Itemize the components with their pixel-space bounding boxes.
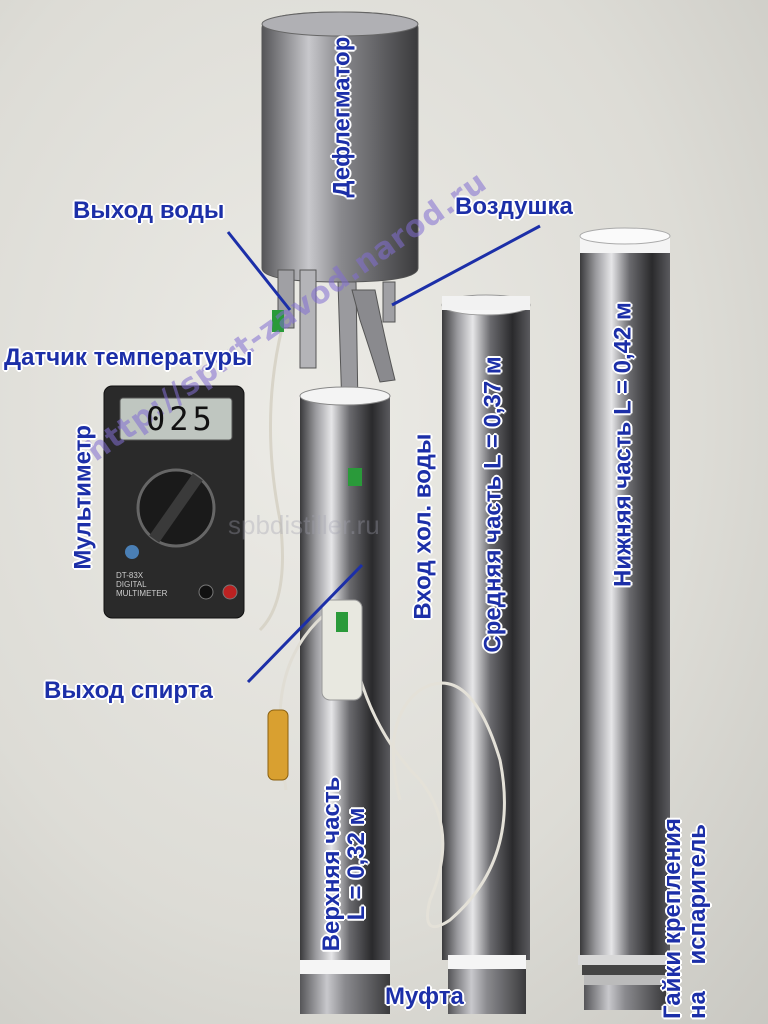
multimeter-model-line3: MULTIMETER	[116, 588, 168, 598]
label-mufta: Муфта	[385, 983, 464, 1010]
multimeter-model-line2: DIGITAL	[116, 579, 147, 589]
tubing	[258, 310, 506, 929]
label-upper-part: Верхняя часть L = 0,32 м	[318, 769, 375, 959]
multimeter-display: 025	[146, 400, 216, 438]
label-multimeter: Мультиметр	[69, 424, 97, 570]
label-deflegmator: Дефлегматор	[328, 36, 356, 198]
lower-part-column	[578, 227, 672, 1010]
label-nuts: Гайки крепления на испаритель	[659, 783, 718, 1019]
deflegmator-body	[261, 11, 419, 411]
label-upper-part-line1: Верхняя часть	[318, 776, 345, 952]
label-lower-part: Нижняя часть L = 0,42 м	[609, 302, 637, 587]
label-nuts-line1: Гайки крепления	[659, 818, 686, 1019]
label-spirit-out: Выход спирта	[44, 677, 213, 704]
label-temp-sensor: Датчик температуры	[4, 344, 253, 371]
middle-part-column	[441, 294, 531, 1014]
multimeter-device	[103, 385, 245, 619]
leader-lines	[226, 224, 541, 684]
label-cold-water-in: Вход хол. воды	[409, 433, 437, 620]
watermark-url-secondary: spbdistiller.ru	[228, 510, 380, 540]
label-middle-part: Средняя часть L = 0,37 м	[479, 356, 507, 653]
label-upper-part-line2: L = 0,32 м	[343, 807, 371, 921]
multimeter-model-line1: DT-83X	[116, 571, 144, 580]
multimeter-model: DT-83X DIGITAL MULTIMETER	[116, 571, 168, 598]
label-nuts-line2: на испаритель	[684, 824, 712, 1019]
label-water-out: Выход воды	[73, 197, 225, 224]
label-vozdushka: Воздушка	[455, 193, 573, 220]
